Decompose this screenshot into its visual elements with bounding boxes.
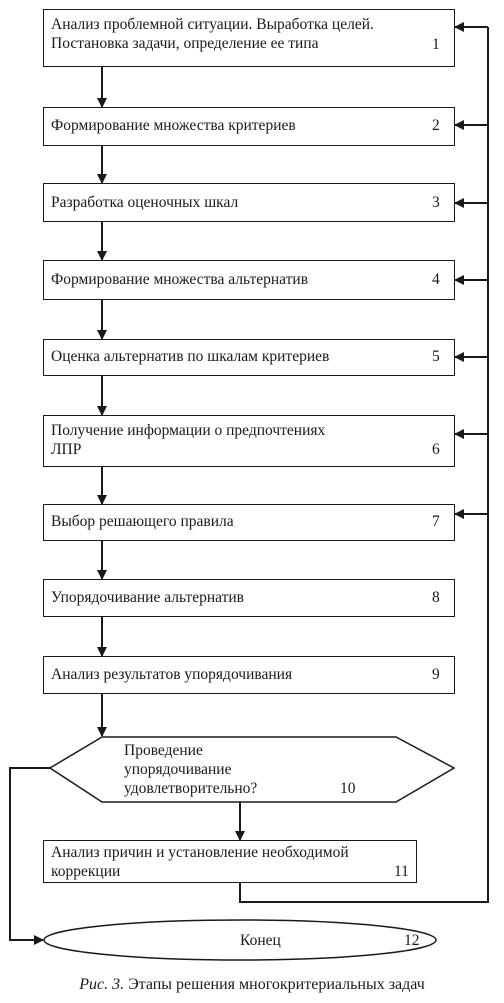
step-box-3 [43, 183, 455, 222]
step-box-5 [43, 339, 455, 376]
step-number-8: 8 [432, 589, 440, 606]
step-box-11 [43, 840, 417, 883]
step-box-2 [43, 107, 455, 146]
decision-diamond [48, 736, 456, 803]
step-number-6: 6 [432, 441, 440, 458]
step-number-2: 2 [432, 117, 440, 134]
step-text-4: Формирование множества альтернатив [51, 271, 309, 288]
step-text-5: Оценка альтернатив по шкалам критериев [51, 348, 330, 365]
decision-number: 10 [340, 780, 356, 797]
step-box-6 [43, 415, 455, 467]
feedback-line [239, 27, 489, 903]
step-number-9: 9 [432, 666, 440, 683]
caption-prefix: Рис. 3. [79, 976, 125, 993]
step-box-4 [43, 260, 455, 300]
end-label: Конец [240, 932, 281, 949]
step-text-8: Упорядочивание альтернатив [51, 589, 244, 606]
step-box-9 [43, 656, 455, 694]
step-box-8 [43, 579, 455, 617]
end-number: 12 [404, 932, 420, 949]
step-box-1 [43, 9, 455, 67]
step-number-11: 11 [394, 863, 409, 880]
caption-text: Этапы решения многокритериальных задач [124, 976, 425, 993]
step-text-11: Анализ причин и установление необходимой… [51, 844, 349, 880]
step-text-7: Выбор решающего правила [51, 513, 234, 530]
step-number-4: 4 [432, 271, 440, 288]
step-text-3: Разработка оценочных шкал [51, 194, 239, 211]
step-text-2: Формирование множества критериев [51, 117, 296, 134]
end-ellipse [43, 919, 437, 961]
step-text-6: Получение информации о предпочтениях ЛПР [51, 422, 326, 458]
step-text-9: Анализ результатов упорядочивания [51, 666, 293, 683]
figure-caption: Рис. 3. Этапы решения многокритериальных… [0, 976, 504, 994]
step-number-5: 5 [432, 348, 440, 365]
step-number-3: 3 [432, 194, 440, 211]
step-number-7: 7 [432, 513, 440, 530]
end-branch-line [9, 767, 50, 945]
step-number-1: 1 [432, 36, 440, 53]
decision-text: Проведение упорядочивание удовлетворител… [124, 742, 258, 797]
step-text-1: Анализ проблемной ситуации. Выработка це… [51, 16, 374, 52]
step-box-7 [43, 504, 455, 541]
